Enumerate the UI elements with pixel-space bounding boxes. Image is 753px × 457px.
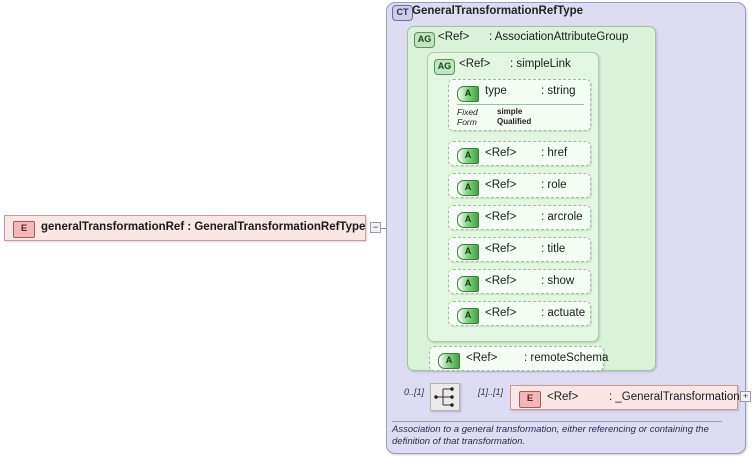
attribute-ref: <Ref> — [485, 147, 517, 159]
annotation-text: Association to a general transformation,… — [392, 424, 709, 447]
attribute-remote-schema[interactable]: A <Ref> : remoteSchema — [429, 346, 608, 371]
attribute-ref: <Ref> — [485, 243, 517, 255]
child-element-name: : _GeneralTransformation — [609, 391, 740, 403]
attribute-badge-icon: A — [438, 353, 460, 369]
attribute-name: : arcrole — [541, 211, 583, 223]
attribute-name: : role — [541, 179, 567, 191]
attribute-name: : title — [541, 243, 566, 255]
attribute-actuate[interactable]: A <Ref> : actuate — [448, 301, 591, 326]
property-row: Fixed simple — [457, 107, 584, 117]
attribute-ref: <Ref> — [485, 179, 517, 191]
property-value: Qualified — [497, 117, 532, 126]
attribute-group-outer-badge: AG — [414, 32, 435, 48]
attribute-badge-icon: A — [457, 180, 479, 196]
complex-type-title: GeneralTransformationRefType — [412, 5, 584, 17]
attribute-type-ref: type — [485, 85, 507, 97]
cardinality-right: [1]..[1] — [478, 387, 504, 397]
attribute-ref: <Ref> — [485, 307, 517, 319]
attribute-badge-icon: A — [457, 86, 479, 102]
attribute-group-outer-ref: <Ref> — [438, 31, 470, 43]
attribute-group-outer-name: : AssociationAttributeGroup — [489, 31, 629, 43]
annotation-divider — [392, 421, 722, 422]
attribute-group-inner-ref: <Ref> — [459, 58, 491, 70]
attribute-badge-icon: A — [457, 244, 479, 260]
attribute-role[interactable]: A <Ref> : role — [448, 173, 591, 198]
attribute-group-inner-name: : simpleLink — [510, 58, 571, 70]
child-element-ref: <Ref> — [547, 391, 579, 403]
annotation: Association to a general transformation,… — [392, 421, 740, 449]
attribute-name: : actuate — [541, 307, 586, 319]
attribute-href[interactable]: A <Ref> : href — [448, 141, 591, 166]
attribute-group-inner-badge: AG — [434, 59, 455, 75]
attribute-type[interactable]: A type : string Fixed simple Form Qualif… — [448, 79, 591, 131]
attribute-name: : show — [541, 275, 575, 287]
attribute-ref: <Ref> — [485, 275, 517, 287]
child-element-box[interactable]: E <Ref> : _GeneralTransformation — [510, 385, 740, 410]
property-key: Form — [457, 117, 477, 127]
element-badge-icon: E — [13, 221, 35, 238]
attribute-type-name: : string — [541, 85, 576, 97]
cardinality-left: 0..[1] — [404, 387, 425, 397]
attribute-name: : remoteSchema — [524, 352, 609, 364]
attribute-name: : href — [541, 147, 568, 159]
root-element-label: generalTransformationRef : GeneralTransf… — [41, 221, 366, 233]
attribute-badge-icon: A — [457, 212, 479, 228]
root-element-box[interactable]: E generalTransformationRef : GeneralTran… — [4, 215, 366, 241]
attribute-title[interactable]: A <Ref> : title — [448, 237, 591, 262]
property-key: Fixed — [457, 107, 478, 117]
sequence-icon[interactable] — [430, 383, 460, 411]
property-value: simple — [497, 107, 523, 116]
sequence-glyph — [434, 387, 454, 407]
attribute-type-properties: Fixed simple Form Qualified — [457, 104, 584, 127]
element-badge-icon: E — [519, 391, 541, 408]
expand-toggle-icon[interactable]: + — [740, 391, 751, 402]
attribute-badge-icon: A — [457, 276, 479, 292]
attribute-ref: <Ref> — [466, 352, 498, 364]
attribute-badge-icon: A — [457, 148, 479, 164]
attribute-arcrole[interactable]: A <Ref> : arcrole — [448, 205, 591, 230]
property-row: Form Qualified — [457, 117, 584, 127]
attribute-ref: <Ref> — [485, 211, 517, 223]
attribute-badge-icon: A — [457, 308, 479, 324]
attribute-show[interactable]: A <Ref> : show — [448, 269, 591, 294]
collapse-toggle-icon[interactable]: − — [370, 222, 381, 233]
complex-type-badge: CT — [392, 5, 413, 21]
